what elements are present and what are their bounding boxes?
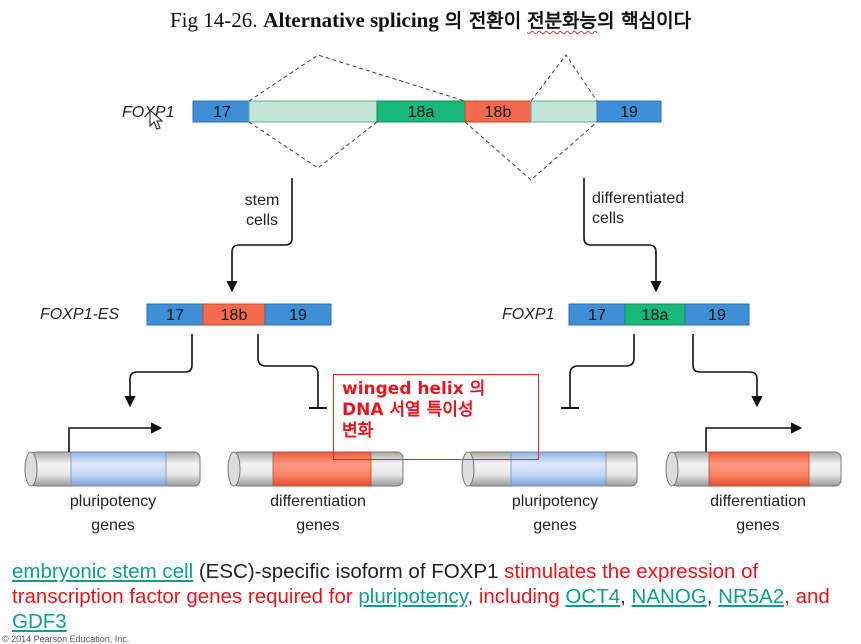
dna-4-label-line1: differentiation	[710, 493, 806, 510]
dna-tube-3	[461, 451, 638, 487]
top-exon-18b-label: 18b	[485, 104, 512, 121]
stem-isoform-label: FOXP1-ES	[40, 306, 119, 323]
dna-4-label-line2: genes	[736, 517, 780, 534]
link-oct4[interactable]: OCT4	[565, 585, 621, 608]
title-bold: Alternative splicing	[263, 8, 439, 32]
dna-tube-2	[227, 451, 404, 487]
splice-upper-skip-intron	[530, 54, 598, 102]
link-embryonic-stem-cell[interactable]: embryonic stem cell	[12, 560, 194, 583]
stem-activate-arrow	[124, 334, 193, 408]
diff-branch-arrow	[583, 178, 662, 293]
transcription-arrow-4	[705, 422, 803, 452]
link-pluripotency[interactable]: pluripotency	[358, 585, 468, 608]
top-exon-19-label: 19	[620, 104, 638, 121]
diff-exon-19	[684, 303, 750, 326]
caption-text: embryonic stem cell (ESC)-specific isofo…	[12, 559, 852, 634]
diff-activate-arrow	[692, 334, 763, 408]
mouse-cursor-icon	[149, 108, 164, 130]
splice-lower-intron	[248, 121, 378, 169]
annotation-line2: DNA 서열 특이성	[342, 400, 474, 420]
diff-label-line2: cells	[592, 210, 624, 227]
splice-lines	[248, 54, 598, 181]
dna-2-label-line1: differentiation	[270, 493, 366, 510]
stem-branch-arrow	[226, 178, 293, 293]
stem-exon-19	[264, 303, 332, 326]
top-exon-19	[596, 100, 662, 123]
title-korean-3: 의 핵심이다	[597, 10, 692, 32]
link-nanog[interactable]: NANOG	[631, 585, 707, 608]
figure-title: Fig 14-26. Alternative splicing 의 전환이 전분…	[0, 6, 861, 33]
stem-exon-19-label: 19	[289, 307, 307, 324]
caption-red-2: , including	[467, 585, 566, 608]
top-gene-label: FOXP1	[122, 104, 174, 121]
stem-exon-18b-label: 18b	[221, 307, 248, 324]
dna-2-label-line2: genes	[296, 517, 340, 534]
annotation-line1: winged helix 의	[342, 379, 486, 399]
top-intron-1	[248, 100, 378, 123]
transcription-arrow-1	[68, 422, 163, 452]
caption-sep-1: ,	[620, 585, 632, 608]
stem-label-line2: cells	[246, 212, 278, 229]
stem-exon-17-label: 17	[166, 307, 184, 324]
caption-red-3: , and	[784, 585, 830, 608]
dna-1-label-line2: genes	[91, 517, 135, 534]
stem-label-line1: stem	[245, 192, 280, 209]
diff-isoform: FOXP1 17 18a 19	[502, 303, 750, 326]
top-intron-2	[530, 100, 598, 123]
link-nr5a2[interactable]: NR5A2	[718, 585, 785, 608]
splice-upper-skip-18a	[248, 54, 466, 102]
splice-lower-skip-18b	[464, 121, 598, 181]
stem-isoform: FOXP1-ES 17 18b 19	[40, 303, 332, 326]
caption-plain-1: (ESC)-specific isoform of FOXP1	[193, 560, 505, 583]
diff-label-line1: differentiated	[592, 190, 684, 207]
title-korean-2: 전분화능	[527, 10, 598, 32]
caption-red-1: stimulates the expression of transcripti…	[12, 560, 759, 608]
diff-isoform-label: FOXP1	[502, 306, 554, 323]
annotation-text: winged helix 의 DNA 서열 특이성 변화	[342, 379, 485, 442]
annotation-box: winged helix 의 DNA 서열 특이성 변화	[333, 374, 539, 460]
caption-sep-2: ,	[706, 585, 719, 608]
diff-exon-17-label: 17	[588, 307, 606, 324]
dna-3-label-line1: pluripotency	[512, 493, 598, 510]
dna-1-label-line1: pluripotency	[70, 493, 156, 510]
top-exon-18a-label: 18a	[408, 104, 435, 121]
top-gene: FOXP1 17 18a 18b 19	[122, 54, 662, 181]
annotation-line3: 변화	[342, 421, 374, 441]
link-gdf3[interactable]: GDF3	[12, 610, 67, 633]
title-korean-1: 의 전환이	[444, 10, 522, 32]
title-fig-number: Fig 14-26.	[169, 8, 258, 32]
top-exon-17-label: 17	[213, 104, 231, 121]
dna-tube-4	[665, 422, 842, 487]
stem-repress-line	[257, 334, 319, 408]
diff-repress-line	[569, 334, 635, 408]
diff-exon-19-label: 19	[708, 307, 726, 324]
diff-exon-18a-label: 18a	[642, 307, 669, 324]
copyright-notice: © 2014 Pearson Education, Inc.	[2, 634, 130, 644]
dna-3-label-line2: genes	[533, 517, 577, 534]
dna-tube-1	[24, 422, 201, 487]
